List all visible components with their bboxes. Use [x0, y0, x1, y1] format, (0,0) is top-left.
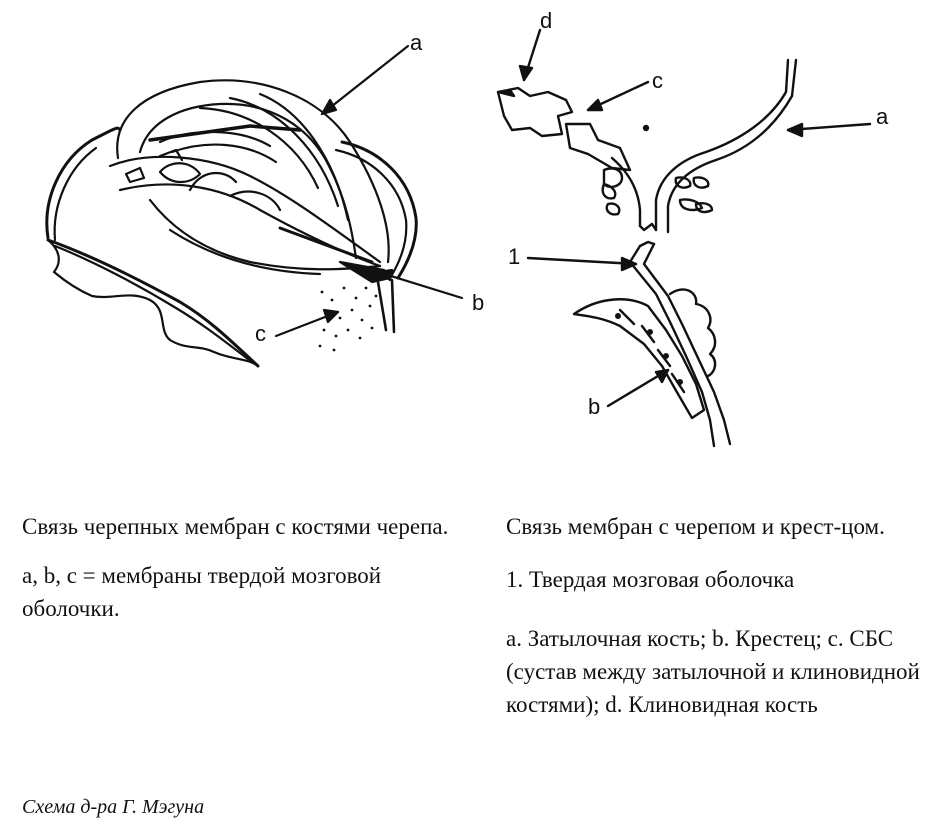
dural-tube [628, 244, 716, 448]
label-a-left: a [410, 30, 423, 55]
label-c-right: c [652, 68, 663, 93]
arrow-a-left [320, 44, 410, 116]
right-caption: Связь мембран с черепом и крест-цом. 1. … [506, 510, 934, 721]
right-caption-item: 1. Твердая мозговая оболочка [506, 567, 795, 592]
right-caption-legend: a. Затылочная кость; b. Крестец; c. СБС … [506, 626, 920, 717]
left-caption-note: a, b, c = мембраны твердой мозговой обол… [22, 563, 382, 621]
left-caption-title: Связь черепных мембран с костями черепа. [22, 514, 449, 539]
skull-shell [45, 126, 122, 240]
label-a-right: a [876, 104, 889, 129]
left-caption: Связь черепных мембран с костями черепа.… [22, 510, 472, 625]
sacrum [572, 298, 706, 420]
label-c-left: c [255, 321, 266, 346]
credit-line: Схема д-ра Г. Мэгуна [22, 796, 205, 818]
right-caption-title: Связь мембран с черепом и крест-цом. [506, 514, 885, 539]
arrow-b-left [376, 270, 464, 300]
sphenoid-fragment [496, 86, 574, 138]
falx-membrane [116, 79, 390, 264]
head-silhouette [46, 238, 260, 368]
label-b-right: b [588, 394, 601, 419]
label-d-right: d [540, 8, 553, 33]
label-1-right: 1 [508, 244, 521, 269]
label-b-left: b [472, 290, 485, 315]
dural-tube-drawing [496, 28, 872, 448]
cranial-membranes-drawing [45, 44, 464, 368]
tentorium-membrane [108, 155, 382, 264]
arrow-1 [526, 256, 638, 266]
